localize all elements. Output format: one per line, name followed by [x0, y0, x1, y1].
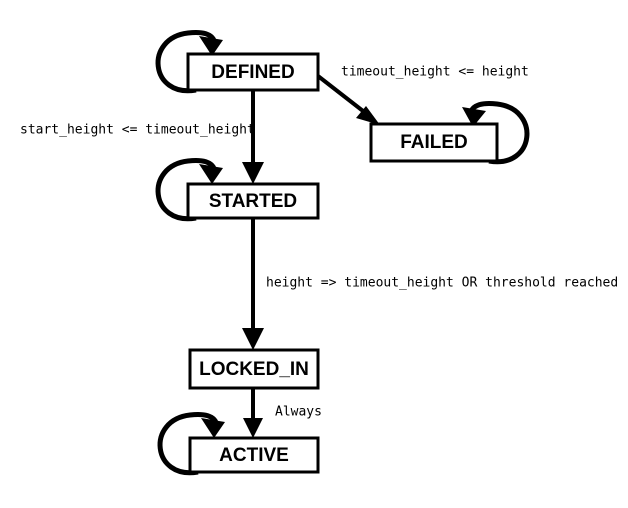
active-box[interactable] [188, 436, 320, 474]
state-node-active[interactable]: ACTIVE [188, 436, 320, 474]
state-node-started[interactable]: STARTED [186, 182, 320, 220]
defined-self-loop [155, 30, 223, 94]
started-box[interactable] [186, 182, 320, 220]
locked-in-label: LOCKED_IN [199, 359, 309, 380]
defined-box[interactable] [186, 52, 320, 92]
transition-defined-to-failed [316, 74, 380, 125]
defined-label: DEFINED [211, 62, 294, 83]
edge-label-height-ge-timeout-or-threshold: height => timeout_height OR threshold re… [266, 276, 618, 291]
active-self-loop [157, 412, 225, 476]
started-self-loop-arrowhead [199, 164, 223, 184]
failed-self-loop [462, 101, 530, 165]
active-self-loop-arrowhead [201, 418, 225, 438]
transition-defined-to-started [242, 90, 264, 184]
transition-started-to-locked-in [242, 218, 264, 350]
locked-in-box[interactable] [188, 348, 320, 390]
failed-label: FAILED [400, 132, 468, 153]
edge-label-always: Always [275, 405, 322, 420]
state-node-defined[interactable]: DEFINED [186, 52, 320, 92]
state-node-failed[interactable]: FAILED [369, 122, 499, 163]
started-to-locked-in-arrowhead [242, 328, 264, 350]
active-label: ACTIVE [219, 445, 289, 466]
transition-locked-in-to-active [243, 388, 263, 438]
started-self-loop [155, 158, 223, 222]
failed-self-loop-arrowhead [462, 107, 486, 127]
failed-box[interactable] [369, 122, 499, 163]
defined-self-loop-arrowhead [199, 36, 223, 56]
state-node-locked-in[interactable]: LOCKED_IN [188, 348, 320, 390]
defined-to-started-arrowhead [242, 162, 264, 184]
defined-to-failed-arrowhead [356, 106, 380, 125]
started-label: STARTED [209, 191, 297, 212]
edge-label-timeout-height-le-height: timeout_height <= height [341, 65, 529, 80]
locked-in-to-active-arrowhead [243, 418, 263, 438]
edge-label-start-height-le-timeout-height: start_height <= timeout_height [20, 123, 255, 138]
